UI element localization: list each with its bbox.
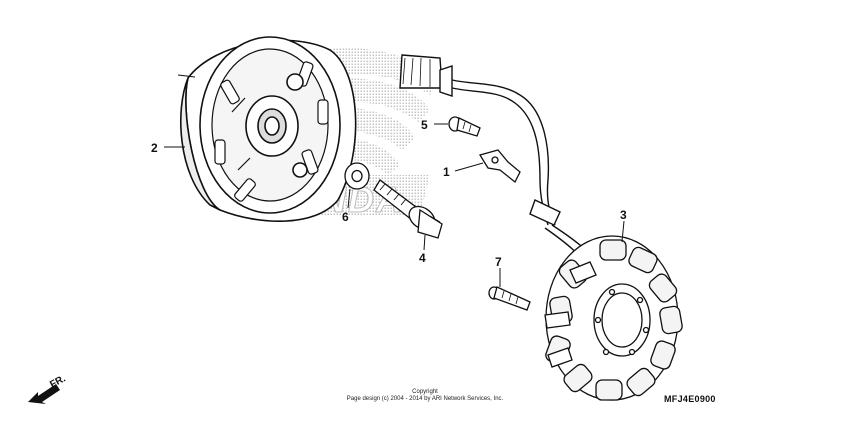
harness-clamp xyxy=(478,149,521,184)
clamp-bolt xyxy=(448,116,481,137)
callout-6: 6 xyxy=(342,210,349,224)
copyright-line-1: Copyright xyxy=(412,389,438,395)
stator-bolt xyxy=(488,286,531,311)
leader-line-6 xyxy=(347,188,351,209)
washer xyxy=(344,162,370,190)
stator-assembly xyxy=(544,235,683,401)
front-direction-arrow-icon xyxy=(28,384,60,404)
flywheel-rotor xyxy=(180,36,357,222)
callout-5: 5 xyxy=(421,118,428,132)
diagram-code: MFJ4E0900 xyxy=(664,394,716,404)
callout-2: 2 xyxy=(151,141,158,155)
flywheel-tick xyxy=(177,74,196,78)
callout-1: 1 xyxy=(443,165,450,179)
callout-3: 3 xyxy=(620,208,627,222)
copyright-line-2: Page design (c) 2004 - 2014 by ARI Netwo… xyxy=(346,396,504,402)
callout-7: 7 xyxy=(495,255,502,269)
leader-line-4 xyxy=(423,234,426,251)
leader-line-3 xyxy=(621,220,625,243)
callout-4: 4 xyxy=(419,251,426,265)
leader-line-1 xyxy=(454,162,484,172)
flange-bolt xyxy=(373,179,443,239)
